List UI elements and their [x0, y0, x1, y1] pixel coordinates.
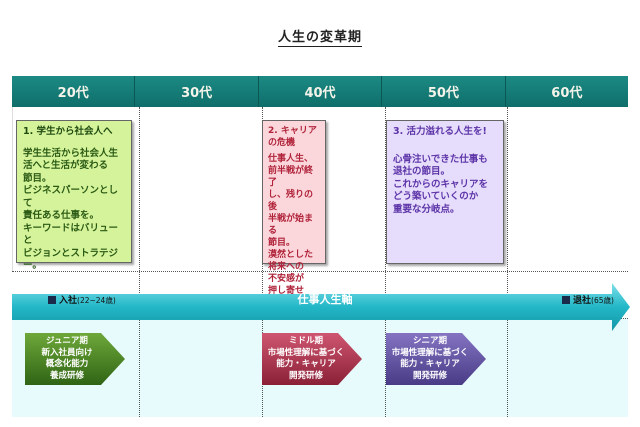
card-title: 2. キャリア の危機	[268, 126, 317, 148]
square-marker-icon	[48, 296, 56, 304]
axis-end-label: 退社(65歳)	[562, 293, 614, 306]
card-title: 1. 学生から社会人へ	[23, 126, 113, 137]
grid-divider	[12, 271, 628, 272]
stage-label: シニア期 市場性理解に基づく 能力・キャリア 開発研修	[391, 336, 469, 381]
stage-middle: ミドル期 市場性理解に基づく 能力・キャリア 開発研修	[262, 333, 362, 389]
stage-junior: ジュニア期 新入社員向け 概念化能力 養成研修	[25, 333, 125, 389]
square-marker-icon	[562, 296, 570, 304]
timeline-arrow	[12, 283, 630, 331]
decade-40s: 40代	[259, 76, 383, 107]
card-student-to-worker: 1. 学生から社会人へ 学生生活から社会人生 活へと生活が変わる 節目。 ビジネ…	[16, 120, 132, 271]
decade-header: 20代 30代 40代 50代 60代	[12, 76, 628, 107]
stage-label: ミドル期 市場性理解に基づく 能力・キャリア 開発研修	[267, 336, 345, 381]
page-title: 人生の変革期	[277, 30, 362, 47]
card-body: 心骨注いできた仕事も 退社の節目。 これからのキャリアを どう築いていくのか 重…	[393, 153, 489, 215]
card-body: 学生生活から社会人生 活へと生活が変わる 節目。 ビジネスパーソンとして 責任あ…	[23, 147, 119, 272]
card-vital-life: 3. 活力溢れる人生を! 心骨注いできた仕事も 退社の節目。 これからのキャリア…	[386, 120, 504, 264]
decade-30s: 30代	[135, 76, 259, 107]
stage-label: ジュニア期 新入社員向け 概念化能力 養成研修	[41, 336, 93, 381]
decade-60s: 60代	[551, 86, 583, 101]
grid-divider	[139, 107, 140, 417]
stage-arrow-shape	[262, 333, 362, 385]
card-career-crisis: 2. キャリア の危機 仕事人生、 前半戦が終了 し、残りの後 半戦が始まる 節…	[262, 120, 326, 308]
stage-arrow-shape	[25, 333, 125, 385]
stage-senior: シニア期 市場性理解に基づく 能力・キャリア 開発研修	[386, 333, 486, 389]
stage-arrow-shape	[386, 333, 486, 385]
card-title: 3. 活力溢れる人生を!	[393, 126, 487, 137]
decade-20s: 20代	[12, 76, 136, 107]
axis-start-label: 入社(22~24歳)	[48, 293, 116, 306]
grid-divider	[385, 107, 386, 417]
axis-title: 仕事人生軸	[297, 293, 353, 306]
grid-divider	[507, 107, 508, 417]
decade-50s: 50代	[382, 76, 506, 107]
